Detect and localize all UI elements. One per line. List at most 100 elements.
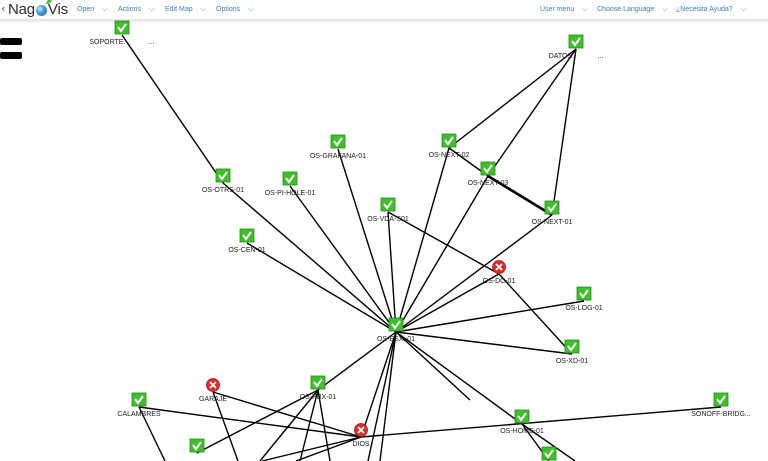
- connection-stub-1[interactable]: [379, 331, 397, 461]
- node-label: SOPORTE. ...: [89, 39, 154, 46]
- checkmark-icon: [483, 164, 493, 174]
- checkmark-icon: [579, 289, 589, 299]
- connection-esxi-pbx[interactable]: [317, 331, 397, 391]
- connection-stub-0[interactable]: [367, 331, 397, 461]
- node-label: DIOS: [352, 441, 369, 448]
- map-node-otrs[interactable]: OS-OTRS-01: [202, 168, 244, 194]
- status-ok-icon: [568, 34, 584, 49]
- connection-stub-5[interactable]: [261, 436, 362, 461]
- map-node-garaje[interactable]: GARAJE: [199, 378, 227, 404]
- status-ok-icon: [388, 317, 404, 332]
- map-node-grafana[interactable]: OS-GRAFANA-01: [310, 134, 366, 160]
- map-node-sonoff[interactable]: SONOFF-BRIDG...: [691, 392, 751, 418]
- map-node-dc[interactable]: OS-DC-01: [483, 260, 516, 286]
- map-node-calambres[interactable]: CALAMBRES: [117, 392, 161, 418]
- status-ok-icon: [541, 446, 557, 461]
- checkmark-icon: [192, 441, 202, 451]
- status-ok-icon: [713, 392, 729, 407]
- checkmark-icon: [547, 203, 557, 213]
- checkmark-icon: [313, 378, 323, 388]
- menu-user[interactable]: User menu⌵: [540, 5, 588, 14]
- map-node-log[interactable]: OS-LOG-01: [565, 286, 603, 312]
- node-label: OS-OTRS-01: [202, 187, 244, 194]
- chevron-down-icon: ⌵: [102, 5, 108, 13]
- connection-esxi-dios[interactable]: [360, 331, 397, 438]
- connection-esxi-pihole[interactable]: [289, 185, 397, 333]
- checkmark-icon: [567, 342, 577, 352]
- menu-edit-map[interactable]: Edit Map⌵: [165, 5, 206, 14]
- redaction-mark: [0, 38, 22, 45]
- connection-stub-6[interactable]: [295, 436, 362, 461]
- map-node-vda[interactable]: OS-VDA-S01: [367, 197, 409, 223]
- menu-options[interactable]: Options⌵: [216, 5, 254, 14]
- checkmark-icon: [333, 137, 343, 147]
- node-label: OS-NEXT-03: [468, 180, 509, 187]
- status-ok-icon: [576, 286, 592, 301]
- map-node-next02[interactable]: OS-NEXT-02: [429, 133, 470, 159]
- connection-vda-dc[interactable]: [387, 211, 500, 275]
- map-node-home[interactable]: OS-HOME-01: [500, 409, 544, 435]
- status-ok-icon: [131, 392, 147, 407]
- map-node-soporte[interactable]: SOPORTE. ...: [0, 20, 155, 46]
- connection-soporte-otrs[interactable]: [121, 34, 224, 184]
- connection-esxi-vda[interactable]: [387, 211, 397, 333]
- node-label: OS-PBX-01: [300, 394, 337, 401]
- connection-esxi-cen[interactable]: [246, 242, 397, 333]
- connection-stub-2[interactable]: [299, 389, 319, 461]
- connection-esxi-dc[interactable]: [395, 273, 500, 333]
- x-mark-icon: [357, 426, 365, 434]
- connection-stub-8[interactable]: [395, 331, 471, 401]
- menu-open[interactable]: Open⌵: [77, 5, 108, 14]
- map-node-b2[interactable]: [541, 446, 557, 461]
- menu-help[interactable]: ¿Necesita Ayuda?⌵: [676, 5, 746, 14]
- connection-datos-next03[interactable]: [487, 48, 577, 177]
- node-label: OS-HOME-01: [500, 428, 544, 435]
- connection-esxi-xd[interactable]: [395, 331, 573, 355]
- connection-sonoff-dios[interactable]: [360, 406, 722, 438]
- map-node-dios[interactable]: DIOS: [352, 423, 370, 449]
- node-label: OS-GRAFANA-01: [310, 153, 366, 160]
- connection-calambres-dios[interactable]: [138, 406, 362, 438]
- map-node-pbx[interactable]: OS-PBX-01: [300, 375, 337, 401]
- connection-esxi-home[interactable]: [395, 331, 523, 425]
- connection-esxi-next03[interactable]: [395, 175, 489, 333]
- node-label: OS-DC-01: [483, 278, 516, 285]
- map-node-next03[interactable]: OS-NEXT-03: [468, 161, 509, 187]
- connection-esxi-grafana[interactable]: [337, 148, 397, 333]
- map-node-cen[interactable]: OS-CEN-01: [228, 228, 266, 254]
- connection-esxi-otrs[interactable]: [222, 182, 397, 333]
- map-node-esxi[interactable]: OS-ESXi-01: [377, 317, 415, 343]
- connection-stub-7[interactable]: [138, 406, 166, 461]
- connection-datos-next02[interactable]: [448, 48, 577, 149]
- menu-choose-language[interactable]: Choose Language⌵: [597, 5, 668, 14]
- chevron-left-icon[interactable]: ‹: [1, 2, 6, 15]
- connection-next03-next01[interactable]: [487, 174, 553, 217]
- connection-dc-xd[interactable]: [498, 273, 573, 355]
- redaction-mark: [0, 52, 22, 59]
- map-node-next01[interactable]: OS-NEXT-01: [532, 200, 573, 226]
- node-label: GARAJE: [199, 396, 227, 403]
- connection-garaje-dios[interactable]: [212, 391, 362, 438]
- connection-esxi-next01[interactable]: [395, 214, 553, 333]
- chevron-down-icon: ⌵: [148, 5, 155, 13]
- checkmark-icon: [383, 200, 393, 210]
- connection-esxi-log[interactable]: [395, 300, 585, 333]
- connection-esxi-next02[interactable]: [395, 147, 450, 333]
- status-ok-icon: [330, 134, 346, 149]
- map-node-pihole[interactable]: OS-PI-HOLE-01: [265, 171, 316, 197]
- connection-stub-9[interactable]: [521, 423, 576, 461]
- map-node-datos[interactable]: DATOS. ...: [0, 34, 603, 60]
- checkmark-icon: [517, 412, 527, 422]
- status-ok-icon: [215, 168, 231, 183]
- connection-datos-next01[interactable]: [551, 48, 577, 216]
- connection-pbx-b1[interactable]: [196, 389, 319, 454]
- connection-stub-4[interactable]: [212, 391, 239, 461]
- map-node-xd[interactable]: OS-XD-01: [556, 339, 588, 365]
- menu-actions[interactable]: Actions⌵: [118, 5, 155, 14]
- node-label: OS-VDA-S01: [367, 216, 409, 223]
- connection-stub-10[interactable]: [259, 389, 319, 461]
- map-node-b1[interactable]: [189, 438, 205, 453]
